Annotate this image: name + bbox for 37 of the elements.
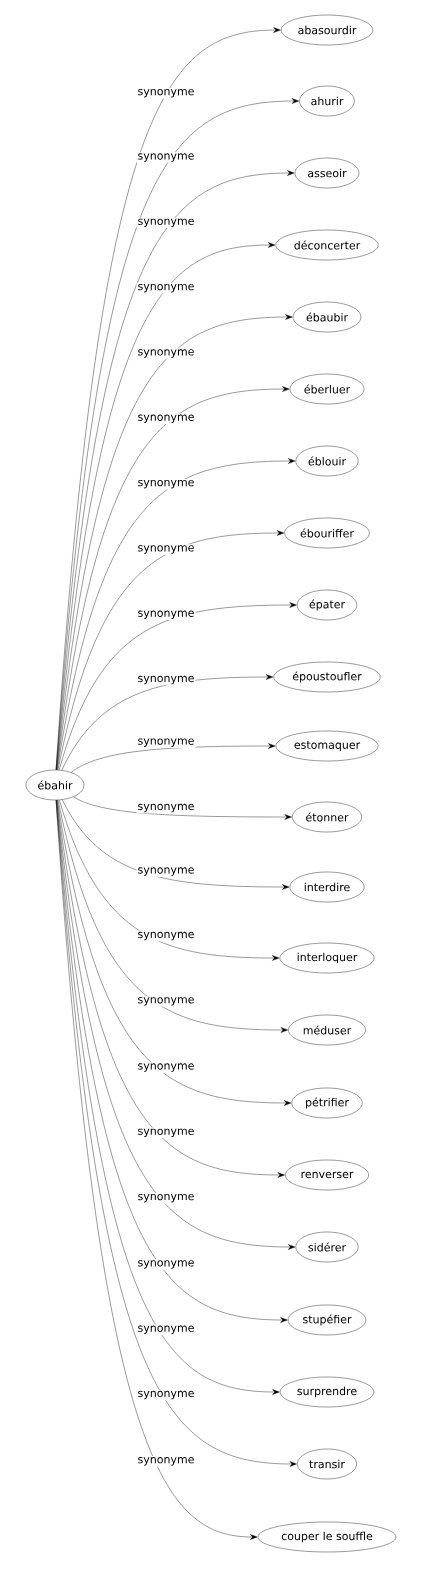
edge-label: synonyme — [136, 866, 196, 877]
arrow — [57, 799, 288, 1033]
edge-label: synonyme — [136, 996, 196, 1007]
arrow — [56, 386, 290, 771]
arrow — [61, 674, 274, 771]
edge-label: synonyme — [136, 1456, 196, 1467]
edge-label: synonyme — [136, 478, 196, 490]
edge-label: synonyme — [136, 413, 196, 424]
edge-label: synonyme — [136, 282, 196, 294]
edge-label: synonyme — [136, 1127, 196, 1139]
edge-label: synonyme — [136, 1259, 196, 1270]
edge-label: synonyme — [136, 1389, 196, 1401]
edge-label: synonyme — [136, 674, 196, 686]
arrow — [56, 314, 293, 771]
edge-label: synonyme — [136, 217, 196, 229]
arrow — [59, 799, 280, 961]
edge-label: synonyme — [136, 152, 196, 163]
edge-label: synonyme — [136, 1324, 196, 1335]
edge-label: synonyme — [136, 1062, 196, 1073]
arrow — [62, 799, 290, 890]
edge-label: synonyme — [136, 1192, 196, 1204]
arrow — [59, 602, 297, 771]
arrow — [55, 27, 281, 771]
arrow — [56, 799, 296, 1250]
edge-label: synonyme — [136, 348, 196, 359]
arrow — [55, 800, 258, 1540]
arrow — [56, 799, 285, 1178]
edge-label: synonyme — [136, 737, 196, 748]
edge-label: synonyme — [136, 802, 196, 814]
edge-label: synonyme — [136, 87, 196, 99]
edge-label: synonyme — [136, 544, 196, 555]
edge-label: synonyme — [136, 930, 196, 942]
arrow — [71, 743, 276, 773]
arrow — [57, 458, 296, 771]
arrow — [73, 796, 292, 820]
arrow — [57, 530, 285, 771]
edge-label: synonyme — [136, 609, 196, 620]
